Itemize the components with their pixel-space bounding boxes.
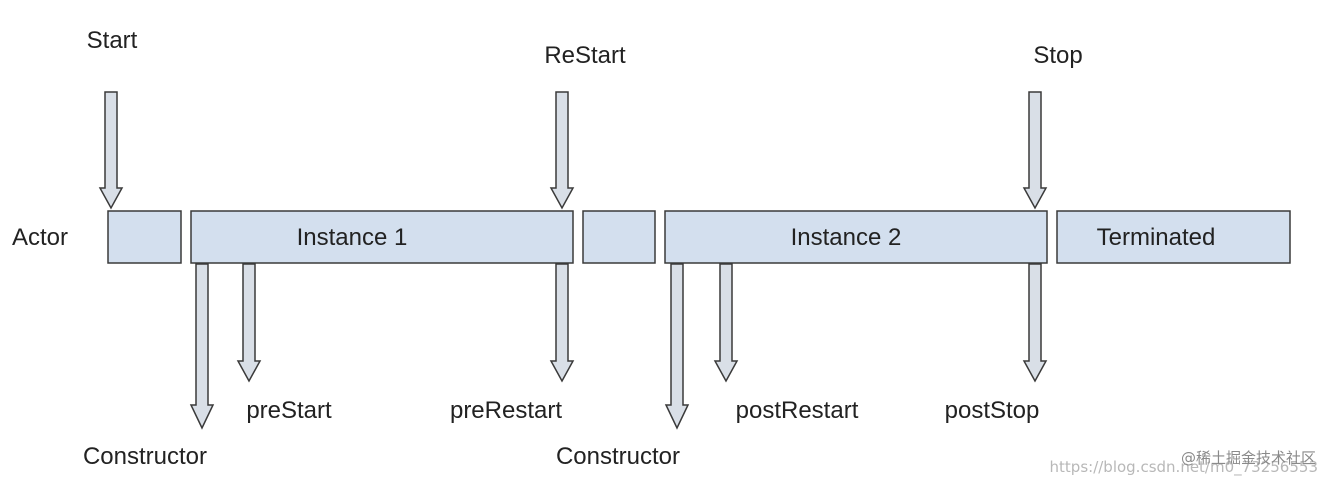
prestart-label: preStart <box>246 397 332 424</box>
constructor-2-label: Constructor <box>556 443 680 470</box>
postrestart-arrow <box>713 263 739 383</box>
box-initial <box>107 210 182 264</box>
event-arrows <box>98 91 1048 210</box>
postrestart-label: postRestart <box>736 397 859 424</box>
prerestart-arrow <box>549 263 575 383</box>
terminated-label: Terminated <box>1097 224 1216 251</box>
constructor-1-label: Constructor <box>83 443 207 470</box>
watermark-url: https://blog.csdn.net/m0_73256553 <box>1050 458 1318 477</box>
restart-arrow <box>549 91 575 210</box>
poststop-label: postStop <box>945 397 1040 424</box>
lifecycle-boxes <box>107 210 1291 264</box>
box-restart-gap <box>582 210 656 264</box>
box-instance-1 <box>190 210 574 264</box>
prestart-arrow <box>236 263 262 383</box>
actor-label: Actor <box>12 224 68 251</box>
start-label: Start <box>87 27 138 54</box>
instance-2-label: Instance 2 <box>791 224 902 251</box>
prerestart-label: preRestart <box>450 397 562 424</box>
stop-arrow <box>1022 91 1048 210</box>
box-terminated <box>1056 210 1291 264</box>
stop-label: Stop <box>1033 42 1082 69</box>
constructor-2-arrow <box>664 263 690 430</box>
restart-label: ReStart <box>544 42 626 69</box>
poststop-arrow <box>1022 263 1048 383</box>
watermark-site: @稀土掘金技术社区 <box>1181 449 1316 467</box>
instance-1-label: Instance 1 <box>297 224 408 251</box>
constructor-1-arrow <box>189 263 215 430</box>
hook-arrows <box>189 263 1048 430</box>
start-arrow <box>98 91 124 210</box>
box-instance-2 <box>664 210 1048 264</box>
